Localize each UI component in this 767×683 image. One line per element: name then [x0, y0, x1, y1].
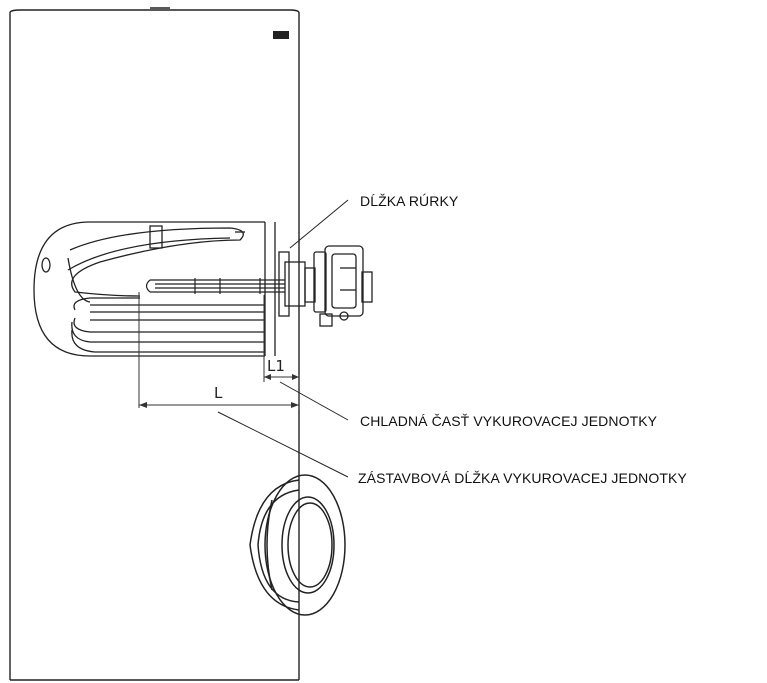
dimension-label-l: L	[214, 384, 223, 402]
inspection-flange	[249, 474, 346, 616]
heating-unit-head	[278, 245, 373, 327]
dimension-label-l1: L1	[267, 357, 285, 375]
heat-exchanger-coil	[33, 221, 276, 357]
dimension-arrowheads	[139, 374, 299, 408]
tank-body	[9, 7, 300, 681]
callout-cold-part: CHLADNÁ ČASŤ VYKUROVACEJ JEDNOTKY	[360, 413, 658, 429]
callout-pipe-length: DĹŽKA RÚRKY	[360, 193, 459, 209]
callout-installation-length: ZÁSTAVBOVÁ DĹŽKA VYKUROVACEJ JEDNOTKY	[358, 470, 687, 486]
top-badge	[273, 31, 289, 39]
leader-lines	[217, 199, 349, 478]
heating-rod	[145, 278, 285, 294]
